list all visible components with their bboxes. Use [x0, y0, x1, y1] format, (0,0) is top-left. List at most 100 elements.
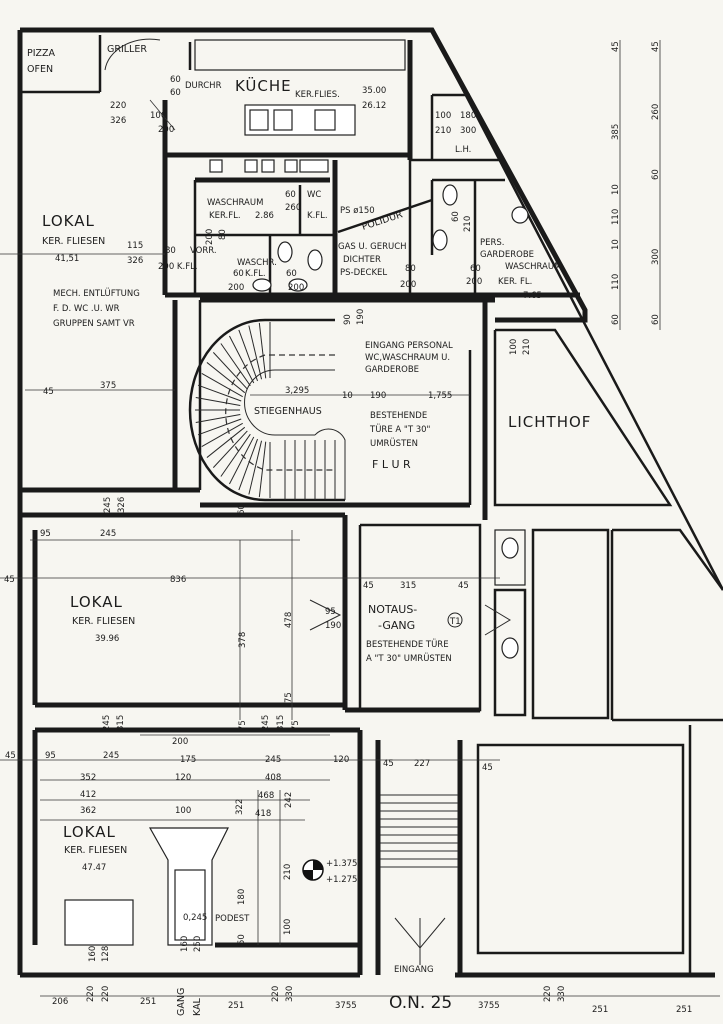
dim: 412	[80, 790, 96, 800]
label-kueche-height: 26.12	[362, 101, 386, 111]
label-wc: WC	[307, 190, 321, 200]
label-bestehende-1c: UMRÜSTEN	[370, 438, 418, 449]
dim: 60	[470, 264, 481, 274]
dim: 60	[651, 314, 661, 325]
dim: 45	[363, 581, 374, 591]
dim: 10	[611, 184, 621, 195]
label-kueche: KÜCHE	[235, 76, 292, 95]
dim: 200	[466, 277, 482, 287]
label-ps: PS ø150	[340, 206, 375, 216]
dim: 60	[286, 269, 297, 279]
stair-tread	[258, 322, 267, 379]
dim: 45	[458, 581, 469, 591]
dim: 220	[110, 101, 126, 111]
label-eingang-personal-3: GARDEROBE	[365, 365, 419, 375]
dim: 100	[509, 339, 519, 355]
dim: 80	[405, 264, 416, 274]
label-bestehende-2a: BESTEHENDE TÜRE	[366, 639, 449, 650]
label-lokal-2: LOKAL	[70, 593, 123, 611]
dim: 60	[233, 269, 244, 279]
stair-tread	[212, 352, 248, 390]
label-mech-2: F. D. WC .U. WR	[53, 304, 120, 314]
label-griller: GRILLER	[107, 44, 147, 55]
label-gas-1: GAS U. GERUCH	[338, 242, 407, 252]
dim: 60	[451, 211, 461, 222]
label-pizza: PIZZA	[27, 48, 56, 59]
level-sub: +1.275	[326, 875, 357, 885]
dim: 45	[43, 387, 54, 397]
dim: 0,245	[183, 913, 207, 923]
label-gang: -GANG	[378, 619, 415, 632]
stair-tread	[238, 329, 259, 382]
label-bestehende-1b: TÜRE A "T 30"	[369, 424, 431, 435]
dim: 60	[285, 190, 296, 200]
room-labels: PIZZA OFEN GRILLER DURCHR KÜCHE KER.FLIE…	[27, 44, 590, 1016]
dim: 110	[611, 274, 621, 290]
dim: 326	[127, 256, 143, 266]
dim: 210	[435, 126, 451, 136]
label-gas-2: DICHTER	[343, 255, 381, 265]
label-pers-2: GARDEROBE	[480, 250, 534, 260]
stair-tread	[238, 438, 259, 491]
dim: 50	[237, 934, 247, 945]
dim: 75	[284, 692, 294, 703]
dim: 10	[342, 391, 353, 401]
dim: 100	[435, 111, 451, 121]
dim: 1,755	[428, 391, 452, 401]
label-lokal-3: LOKAL	[63, 823, 116, 841]
dim: 45	[482, 763, 493, 773]
label-stiegenhaus: STIEGENHAUS	[254, 406, 322, 417]
label-lokal-3-finish: KER. FLIESEN	[64, 845, 127, 856]
label-durchr: DURCHR	[185, 81, 222, 91]
dim: 220	[86, 986, 96, 1002]
stair-tread	[229, 436, 255, 485]
label-pers-3: WASCHRAUM	[505, 262, 561, 272]
dim: 375	[100, 381, 116, 391]
label-podest: PODEST	[215, 914, 250, 924]
label-waschraum-1: WASCHRAUM	[207, 198, 263, 208]
fixtures	[64, 38, 529, 965]
dim: 242	[284, 792, 294, 808]
label-mech-1: MECH. ENTLÜFTUNG	[53, 288, 140, 299]
stair-tread	[195, 414, 241, 424]
dim: 180	[460, 111, 476, 121]
label-eingang: EINGANG	[394, 965, 434, 975]
label-eingang-personal-1: EINGANG PERSONAL	[365, 341, 453, 351]
dim: 100	[175, 806, 191, 816]
stair-tread	[258, 441, 267, 498]
dim: 175	[180, 755, 196, 765]
dim: 3755	[335, 1001, 357, 1011]
dim: 200	[158, 125, 174, 135]
label-pers-1: PERS.	[480, 238, 505, 248]
label-notaus: NOTAUS-	[368, 603, 417, 616]
label-kal-vert: KAL	[192, 997, 203, 1016]
label-lokal-1-area: 41,51	[55, 254, 79, 264]
label-eingang-personal-2: WC,WASCHRAUM U.	[365, 353, 450, 363]
dim: 60	[170, 75, 181, 85]
dim: 206	[52, 997, 68, 1007]
dim: 160	[88, 946, 98, 962]
dim: 326	[117, 497, 127, 513]
label-lokal-3-area: 47.47	[82, 863, 106, 873]
stair-tread	[248, 325, 263, 380]
stair-tread	[201, 422, 243, 447]
dim: 251	[676, 1005, 692, 1015]
dim: 227	[414, 759, 430, 769]
stair-tread	[195, 396, 241, 406]
label-mech-3: GRUPPEN SAMT VR	[53, 319, 135, 329]
dim: 245	[102, 715, 112, 731]
dim: 80	[165, 246, 176, 256]
dim: 60	[237, 504, 247, 515]
dim: 45	[651, 41, 661, 52]
label-gas-3: PS-DECKEL	[340, 268, 387, 278]
dim: 315	[400, 581, 416, 591]
dim: 251	[228, 1001, 244, 1011]
dim: 408	[265, 773, 281, 783]
label-waschraum-1-area: 2.86	[255, 211, 274, 221]
label-kfl: K.FL.	[307, 211, 328, 221]
dim: 468	[258, 791, 274, 801]
dim: 75	[291, 720, 301, 731]
dim: 110	[611, 209, 621, 225]
dim: 3,295	[285, 386, 309, 396]
